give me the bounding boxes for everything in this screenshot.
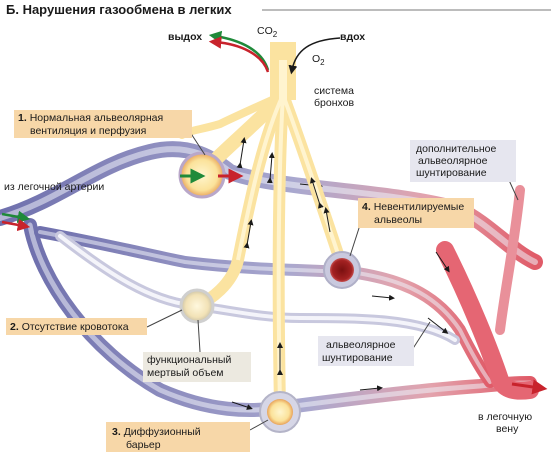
airflow-arrow — [323, 207, 331, 233]
box-dead-space-line-1: функциональный — [147, 354, 231, 366]
extra-shunt-vessel — [495, 185, 525, 335]
exhale-arrow-co2 — [208, 36, 270, 73]
vein-label-line-1: в легочную — [478, 411, 532, 423]
bronchi-label-line-2: бронхов — [314, 97, 354, 109]
artery-inflow-arrow-red — [1, 218, 31, 232]
box-alveolar-shunt-line-1: альвеолярное — [326, 339, 396, 351]
bronchi-label: система бронхов — [314, 85, 354, 109]
alveolus-blood-filled — [330, 258, 354, 282]
airflow-arrow — [243, 219, 254, 249]
box-normal-line-1: 1. Нормальная альвеолярная — [18, 112, 163, 124]
gas-labels: выдох вдох CO2 O2 — [168, 25, 365, 67]
airflow-arrow — [236, 137, 247, 169]
flow-arrow — [231, 401, 253, 410]
box-alveolar-shunt-line-2: шунтирование — [322, 352, 393, 364]
alveolus-diffusion — [267, 399, 293, 425]
box-extra-shunt-line-2: альвеолярное — [418, 155, 488, 167]
box-normal-line-2: вентиляция и перфузия — [30, 125, 146, 137]
o2-label: O2 — [312, 53, 325, 67]
label-box-normal: 1. Нормальная альвеолярная вентиляция и … — [14, 110, 206, 156]
flow-arrow — [435, 251, 450, 273]
label-box-alveolar-shunt: альвеолярное шунтирование — [318, 321, 431, 366]
alveolus-no-flow — [179, 288, 215, 324]
co2-label: CO2 — [257, 25, 278, 39]
diagram-title: Б. Нарушения газообмена в легких — [6, 2, 232, 17]
exhale-arrow — [208, 30, 270, 71]
flow-arrow — [427, 317, 449, 334]
exhale-label: выдох — [168, 31, 202, 43]
bronchial-tree — [178, 30, 346, 414]
box-nonventilated-line-1: 4. Невентилируемые — [362, 201, 464, 213]
inhale-arrow — [288, 37, 341, 75]
vein-label: в легочную вену — [478, 411, 532, 435]
bronchi-label-line-1: система — [314, 85, 354, 97]
alveoli — [178, 151, 361, 433]
box-diffusion-line-2: барьер — [126, 439, 161, 451]
box-diffusion-line-1: 3. Диффузионный — [112, 426, 201, 438]
box-extra-shunt-line-1: дополнительное — [416, 143, 496, 155]
artery-inflow-arrow-green — [1, 210, 31, 224]
label-box-dead-space: функциональный мертвый объем — [143, 319, 251, 382]
label-box-no-flow: 2. Отсутствие кровотока — [6, 309, 183, 335]
box-extra-shunt-line-3: шунтирование — [416, 167, 487, 179]
artery-label: из легочной артерии — [4, 181, 104, 193]
box-dead-space-line-2: мертвый объем — [147, 367, 224, 379]
title-block: Б. Нарушения газообмена в легких — [6, 2, 551, 17]
airflow-arrow — [310, 177, 324, 209]
flow-arrow — [371, 294, 395, 301]
pulmonary-vein — [436, 241, 539, 400]
label-box-nonventilated: 4. Невентилируемые альвеолы — [349, 198, 474, 257]
label-box-extra-shunt: дополнительное альвеолярное шунтирование — [410, 140, 519, 201]
box-no-flow-text: 2. Отсутствие кровотока — [10, 321, 129, 333]
inhale-label: вдох — [340, 31, 365, 43]
vein-outflow-arrow — [511, 379, 548, 395]
flow-arrow — [359, 385, 383, 392]
label-box-diffusion: 3. Диффузионный барьер — [106, 419, 269, 452]
box-nonventilated-line-2: альвеолы — [374, 214, 422, 226]
airflow-arrow — [266, 152, 275, 184]
vein-label-line-2: вену — [496, 423, 519, 435]
